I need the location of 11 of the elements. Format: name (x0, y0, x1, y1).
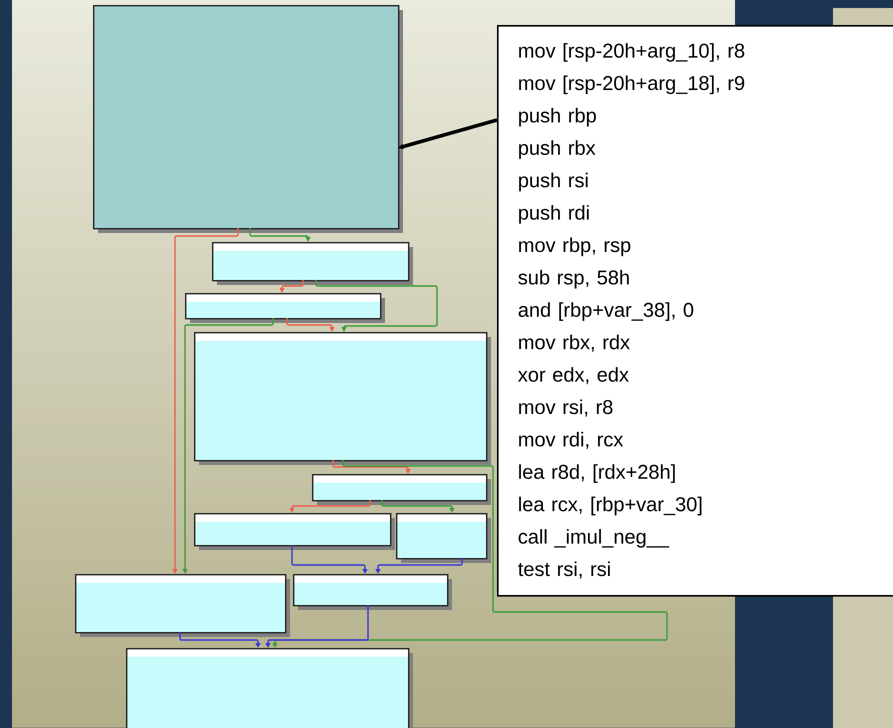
code-block (126, 648, 413, 728)
code-block (293, 574, 452, 610)
code-block (75, 574, 290, 637)
code-block (194, 332, 491, 465)
code-block (185, 293, 385, 323)
code-block (194, 513, 395, 550)
code-listing-box: mov [rsp-20h+arg_10], r8 mov [rsp-20h+arg_18], r9 push rbp push rbx push rsi push rdi mov rbp, rsp sub rsp, 58h and [rbp+var_38], 0 mov rbx, rdx xor edx, edx mov rsi, r8 mov rdi, rcx lea r8d, [rdx+28h] lea rcx, [rbp+var_30] call _imul_neg__ test rsi, rsi (497, 25, 893, 597)
code-block (396, 513, 491, 563)
code-block (212, 242, 413, 285)
code-block (93, 5, 403, 233)
code-block (312, 474, 491, 505)
